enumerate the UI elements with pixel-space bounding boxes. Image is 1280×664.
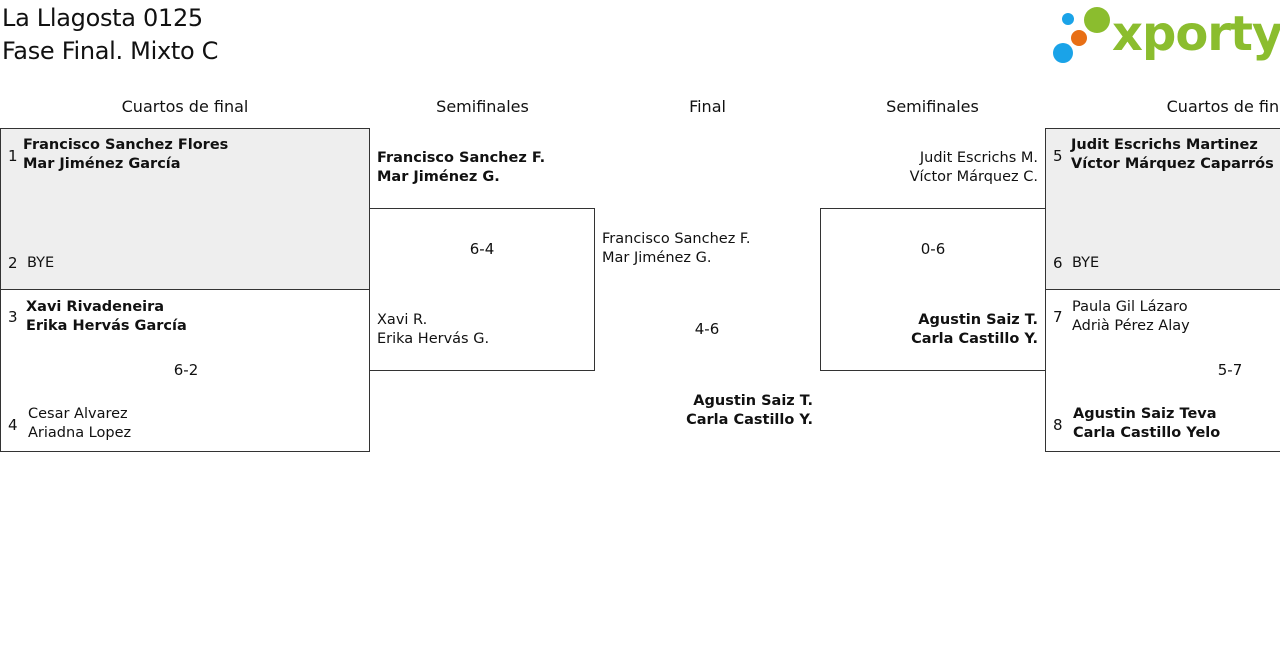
player-name: Mar Jiménez García — [23, 156, 181, 172]
seed-number: 3 — [8, 308, 18, 326]
round-header-right-quarters: Cuartos de final — [1166, 97, 1280, 116]
xporty-logo: xporty — [1050, 4, 1280, 68]
player-name: Erika Hervás García — [26, 318, 187, 334]
right-semi-match: 0-6 Agustin Saiz T. Carla Castillo Y. — [820, 208, 1046, 371]
seed-number: 5 — [1053, 147, 1063, 165]
seed-number: 6 — [1053, 254, 1063, 272]
round-header-left-semis: Semifinales — [436, 97, 529, 116]
player-name: Mar Jiménez G. — [602, 250, 712, 266]
player-name: Xavi R. — [377, 312, 428, 328]
left-quarter-match-2: 3 Xavi Rivadeneira Erika Hervás García 6… — [0, 289, 370, 452]
final-match: Francisco Sanchez F. Mar Jiménez G. 4-6 … — [595, 208, 820, 452]
xporty-dots-icon — [1053, 7, 1110, 63]
player-name: BYE — [27, 255, 55, 271]
tournament-subtitle: Fase Final. Mixto C — [2, 37, 219, 65]
player-name: Judit Escrichs Martinez — [1071, 137, 1258, 153]
match-score: 0-6 — [920, 240, 946, 258]
right-quarters-column: 5 Judit Escrichs Martinez Víctor Márquez… — [1045, 128, 1280, 452]
player-name: Víctor Márquez C. — [909, 169, 1038, 185]
right-quarter-match-1: 5 Judit Escrichs Martinez Víctor Márquez… — [1045, 128, 1280, 290]
player-name: Erika Hervás G. — [377, 331, 490, 347]
match-score: 4-6 — [694, 320, 720, 338]
seed-number: 8 — [1053, 416, 1063, 434]
player-name: Mar Jiménez G. — [377, 169, 500, 185]
round-header-right-semis: Semifinales — [886, 97, 979, 116]
round-header-left-quarters: Cuartos de final — [121, 97, 249, 116]
player-name: Agustin Saiz T. — [918, 312, 1038, 328]
player-name: Carla Castillo Y. — [686, 412, 813, 428]
xporty-wordmark: xporty — [1112, 6, 1280, 62]
player-name: Agustin Saiz Teva — [1073, 406, 1217, 422]
round-header-final: Final — [689, 97, 726, 116]
player-name: Francisco Sanchez F. — [602, 231, 751, 247]
match-score: 6-2 — [173, 361, 199, 379]
player-name: Adrià Pérez Alay — [1072, 318, 1190, 334]
player-name: Francisco Sanchez Flores — [23, 137, 229, 153]
player-name: Agustin Saiz T. — [693, 393, 813, 409]
player-name: Cesar Alvarez — [28, 406, 128, 422]
seed-number: 2 — [8, 254, 18, 272]
player-name: Carla Castillo Yelo — [1073, 425, 1221, 441]
player-name: BYE — [1072, 255, 1100, 271]
match-score: 6-4 — [469, 240, 495, 258]
seed-number: 7 — [1053, 308, 1063, 326]
player-name: Carla Castillo Y. — [911, 331, 1038, 347]
player-name: Judit Escrichs M. — [919, 150, 1038, 166]
player-name: Francisco Sanchez F. — [377, 150, 546, 166]
player-name: Paula Gil Lázaro — [1072, 299, 1188, 315]
left-quarter-match-1: 1 Francisco Sanchez Flores Mar Jiménez G… — [0, 128, 370, 290]
right-quarter-match-2: 7 Paula Gil Lázaro Adrià Pérez Alay 5-7 … — [1045, 289, 1280, 452]
match-score: 5-7 — [1217, 361, 1243, 379]
seed-number: 1 — [8, 147, 18, 165]
player-name: Xavi Rivadeneira — [26, 299, 165, 315]
player-name: Ariadna Lopez — [28, 425, 132, 441]
left-semi-match: 6-4 Xavi R. Erika Hervás G. — [369, 208, 595, 371]
player-name: Víctor Márquez Caparrós — [1071, 156, 1274, 172]
tournament-title: La Llagosta 0125 — [2, 4, 203, 32]
seed-number: 4 — [8, 416, 18, 434]
